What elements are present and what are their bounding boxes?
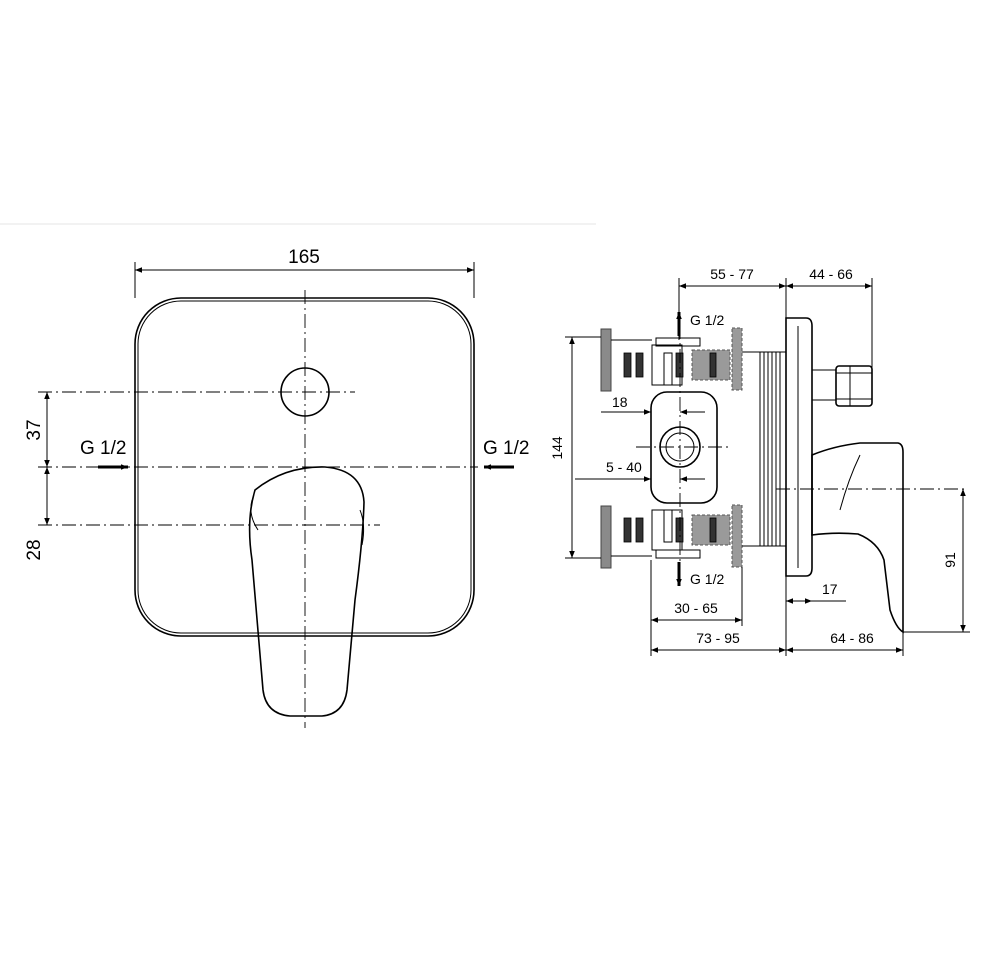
lever-edge: [250, 499, 259, 531]
lever-handle: [248, 466, 365, 717]
inlet-left-label: G 1/2: [80, 438, 126, 459]
width-label: 165: [288, 247, 320, 268]
dim-17-label: 17: [822, 581, 838, 597]
outlet-bottom-label: G 1/2: [690, 571, 724, 587]
inlet-right-label: G 1/2: [483, 438, 529, 459]
bracket-top-left: [600, 328, 612, 392]
bracket-bottom-left: [600, 505, 612, 569]
outlet-top-label: G 1/2: [690, 312, 724, 328]
diverter-knob-side: [811, 365, 873, 407]
dim-18-label: 18: [612, 394, 628, 410]
wall-cover-plate: [785, 317, 813, 577]
lever-side-edge: [839, 454, 861, 511]
dim-91-label: 91: [942, 552, 958, 568]
threaded-sleeve: [759, 351, 787, 547]
dim-55-77-label: 55 - 77: [710, 266, 754, 282]
bottom-connector: [623, 504, 786, 568]
valve-body: [650, 391, 718, 504]
dim-30-65-label: 30 - 65: [674, 600, 718, 616]
front-view: 165 37 28 G 1/2 G 1/2: [24, 247, 529, 728]
top-connector: [623, 327, 786, 391]
dim-144-label: 144: [549, 436, 565, 460]
side-view: 55 - 77 44 - 66: [549, 266, 970, 656]
dim-73-95-label: 73 - 95: [696, 630, 740, 646]
dim-64-86-label: 64 - 86: [830, 630, 874, 646]
dim-5-40-label: 5 - 40: [606, 459, 642, 475]
lever-edge-right: [359, 509, 365, 546]
dim-28-label: 28: [24, 539, 45, 560]
dim-37-label: 37: [24, 419, 45, 440]
dim-44-66-label: 44 - 66: [809, 266, 853, 282]
lever-side-profile: [811, 442, 904, 634]
